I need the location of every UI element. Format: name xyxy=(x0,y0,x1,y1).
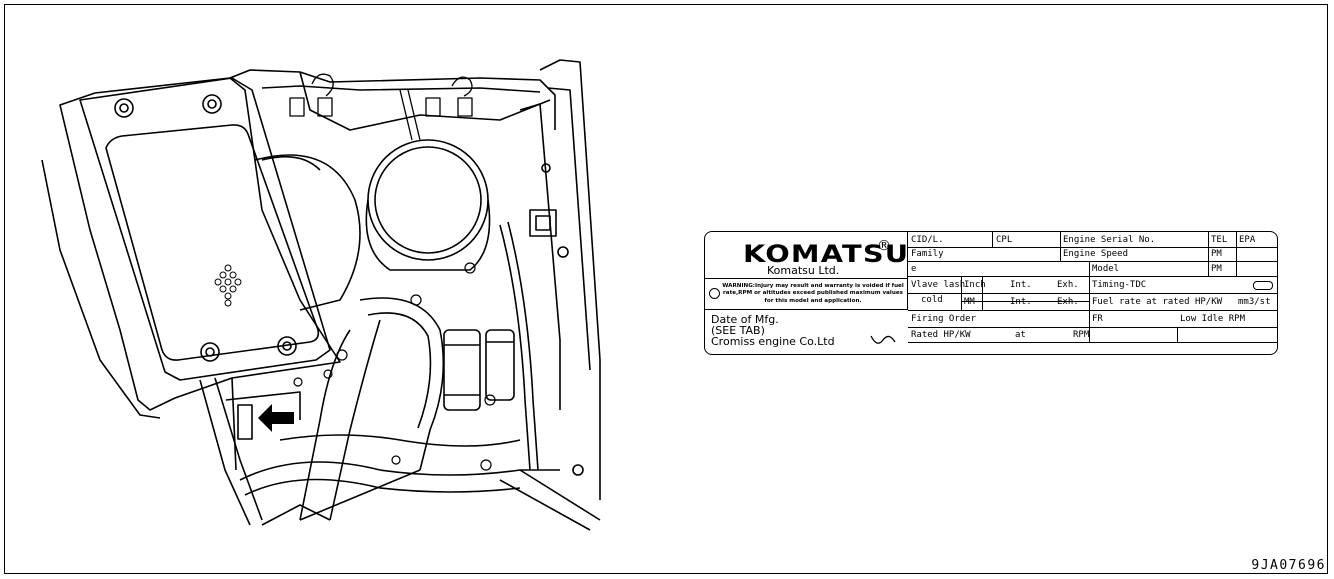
mfg-date-label: Date of Mfg. xyxy=(711,313,779,326)
cid-label: CID/L. xyxy=(911,235,944,245)
warning-circle-icon xyxy=(709,288,720,299)
model-label: Model xyxy=(1092,264,1120,274)
family-label: Family xyxy=(911,249,944,259)
figure-code: 9JA07696 xyxy=(1251,558,1326,573)
exh-label-2: Exh. xyxy=(1057,297,1079,307)
tel-label: TEL xyxy=(1211,235,1228,245)
low-idle-label: Low Idle RPM xyxy=(1180,314,1246,324)
manufacture-info: Date of Mfg. (SEE TAB) Cromiss engine Co… xyxy=(711,314,835,347)
at-label: at xyxy=(1015,330,1026,340)
epa-label: EPA xyxy=(1239,235,1256,245)
inch-label: Inch xyxy=(964,280,986,290)
warning-text: WARNING:Injury may result and warranty i… xyxy=(722,283,904,304)
registered-mark: ® xyxy=(877,238,891,254)
pm-label-1: PM xyxy=(1211,249,1222,259)
valve-lash-cold: cold xyxy=(921,295,943,305)
engine-speed-label: Engine Speed xyxy=(1063,249,1129,259)
pm-label-2: PM xyxy=(1211,264,1222,274)
engine-serial-label: Engine Serial No. xyxy=(1063,235,1156,245)
rated-hp-label: Rated HP/KW xyxy=(911,330,971,340)
mfg-tab-note: (SEE TAB) xyxy=(711,324,765,337)
int-label-2: Int. xyxy=(1010,297,1032,307)
cpl-label: CPL xyxy=(996,235,1013,245)
exh-label-1: Exh. xyxy=(1057,280,1079,290)
komatsu-logo: KOMATSU xyxy=(743,240,910,268)
timing-label: Timing-TDC xyxy=(1092,280,1147,290)
wave-icon xyxy=(870,335,896,344)
figure-frame xyxy=(4,4,1328,574)
e-label: e xyxy=(911,264,917,274)
warning-block: WARNING:Injury may result and warranty i… xyxy=(705,278,908,310)
brand-block: KOMATSU ® Komatsu Ltd. xyxy=(705,232,908,278)
firing-order-label: Firing Order xyxy=(911,314,977,324)
oval-icon xyxy=(1253,281,1273,290)
fuel-rate-label: Fuel rate at rated HP/KW xyxy=(1092,297,1223,307)
fuel-unit-label: mm3/st xyxy=(1238,297,1271,307)
mfg-company: Cromiss engine Co.Ltd xyxy=(711,335,835,348)
fr-label: FR xyxy=(1092,314,1103,324)
engine-nameplate: KOMATSU ® Komatsu Ltd. WARNING:Injury ma… xyxy=(704,231,1278,355)
rpm-label: RPM xyxy=(1073,330,1090,340)
valve-lash-label: Vlave lash xyxy=(911,280,966,290)
int-label-1: Int. xyxy=(1010,280,1032,290)
company-name: Komatsu Ltd. xyxy=(767,264,840,277)
mm-label: MM xyxy=(964,297,975,307)
